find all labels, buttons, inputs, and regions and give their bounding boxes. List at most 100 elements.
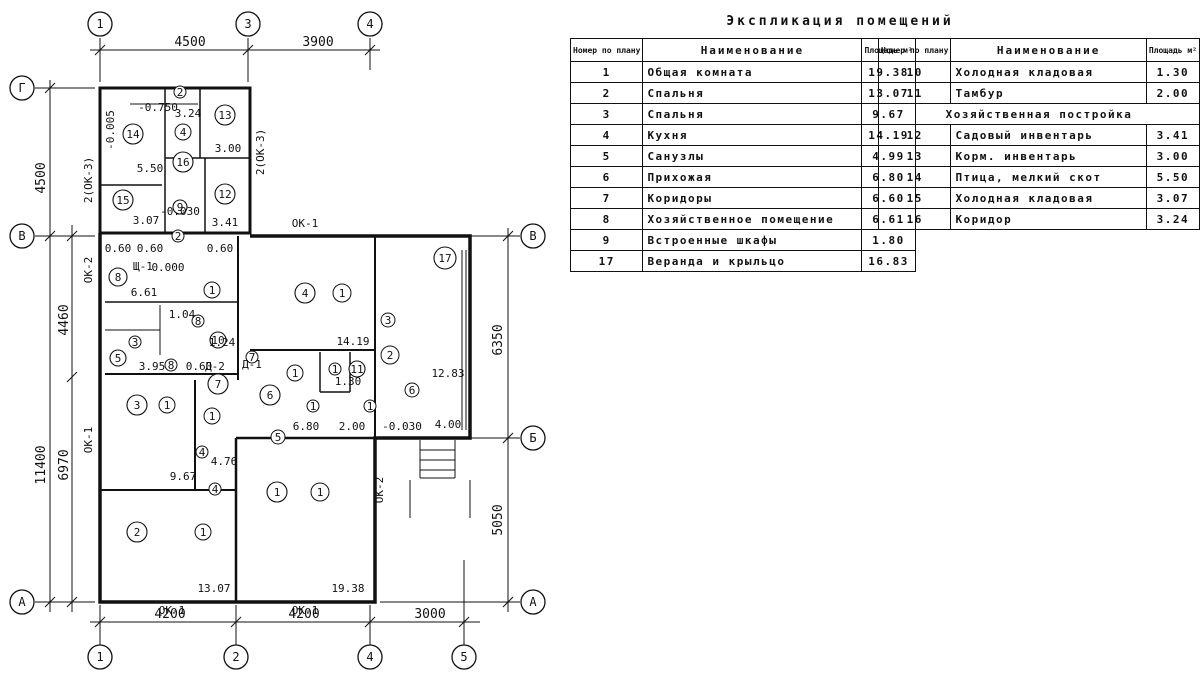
- room-area-cell: 1.30: [1145, 61, 1200, 83]
- dim-bottom-4200b: 4200: [288, 607, 319, 622]
- axis-bottom-5: 5: [460, 650, 467, 664]
- room-name-cell: Корм. инвентарь: [950, 145, 1147, 167]
- axis-right-b: Б: [529, 431, 536, 445]
- room-number-4: 4: [302, 287, 309, 300]
- col-header-area-2: Площадь м²: [1145, 38, 1200, 62]
- level-zero: 0.000: [151, 261, 184, 274]
- door-type-1f: 1: [209, 410, 216, 423]
- room-number-7: 7: [215, 378, 222, 391]
- room-number-16: 16: [176, 156, 189, 169]
- room-num-cell: 15: [877, 187, 952, 209]
- room-area-cell: 2.00: [1145, 82, 1200, 104]
- room-num-cell: 2: [569, 82, 644, 104]
- area-room-13: 3.00: [215, 142, 242, 155]
- col-header-num: Номер по плану: [569, 38, 644, 62]
- room-name-cell: Садовый инвентарь: [950, 124, 1147, 146]
- room-name-cell: Холодная кладовая: [950, 61, 1147, 83]
- col-header-num-2: Номер по плану: [877, 38, 952, 62]
- room-num-cell: 10: [877, 61, 952, 83]
- window-mark-ok1-top: ОК-1: [292, 217, 319, 230]
- area-room-7: 4.76: [211, 455, 238, 468]
- room-number-15: 15: [116, 194, 129, 207]
- room-number-12: 12: [218, 188, 231, 201]
- axis-right-v: В: [529, 229, 536, 243]
- dim-right-6350: 6350: [491, 324, 506, 355]
- room-number-9: 9: [177, 201, 184, 214]
- door-type-1i: 1: [332, 363, 339, 376]
- room-name-cell: Общая комната: [642, 61, 863, 83]
- window-mark-ok1-bottom-b: ОК-1: [292, 604, 319, 617]
- room-name-cell: Хозяйственное помещение: [642, 208, 863, 230]
- area-room-17: 12.83: [431, 367, 464, 380]
- room-number-13: 13: [218, 109, 231, 122]
- room-number-10: 10: [211, 334, 224, 347]
- room-name-cell: Спальня: [642, 82, 863, 104]
- dim-left-6970: 6970: [57, 449, 72, 480]
- col-header-name-2: Наименование: [950, 38, 1147, 62]
- room-area-cell: 3.00: [1145, 145, 1200, 167]
- room-number-3: 3: [134, 399, 141, 412]
- door-type-7: 7: [249, 351, 256, 364]
- area-room-3: 9.67: [170, 470, 197, 483]
- area-room-2: 13.07: [197, 582, 230, 595]
- door-type-4b: 4: [199, 446, 206, 459]
- area-porch: 4.00: [435, 418, 462, 431]
- axis-bottom-1: 1: [96, 650, 103, 664]
- dim-left-11400: 11400: [34, 445, 49, 484]
- area-room-4: 14.19: [336, 335, 369, 348]
- room-num-cell: 13: [877, 145, 952, 167]
- room-num-cell: 1: [569, 61, 644, 83]
- room-area-cell: 3.41: [1145, 124, 1200, 146]
- room-name-cell: Встроенные шкафы: [642, 229, 863, 251]
- room-area-cell: 1.80: [861, 229, 916, 251]
- section-header-outbuilding: Хозяйственная постройка: [878, 103, 1200, 125]
- room-name-cell: Прихожая: [642, 166, 863, 188]
- window-mark-ok2-right: ОК-2: [373, 477, 386, 504]
- room-number-6: 6: [267, 389, 274, 402]
- axis-left-a: А: [18, 595, 26, 609]
- dim-bottom-3000: 3000: [414, 607, 445, 622]
- level-small: -0.005: [104, 110, 117, 150]
- axis-bottom-2: 2: [232, 650, 239, 664]
- area-room-10: 1.30: [335, 375, 362, 388]
- room-num-cell: 12: [877, 124, 952, 146]
- door-type-2a: 2: [387, 349, 394, 362]
- door-type-8: 8: [168, 359, 175, 372]
- area-room-11: 2.00: [339, 420, 366, 433]
- room-num-cell: 6: [569, 166, 644, 188]
- explication-table-left: Номер по плану Наименование Площадь м² 1…: [569, 38, 916, 272]
- window-mark-ok1-left: ОК-1: [82, 427, 95, 454]
- room-num-cell: 14: [877, 166, 952, 188]
- door-type-3b: 3: [132, 336, 139, 349]
- area-small-d: 0.60: [186, 360, 213, 373]
- room-name-cell: Холодная кладовая: [950, 187, 1147, 209]
- dim-1-24: 1.24: [209, 336, 236, 349]
- door-type-8b: 8: [195, 315, 202, 328]
- floor-plan: 1 3 4 1 2 4 5 Г В А В Б А 4500 3900 4200…: [9, 11, 546, 670]
- dim-top-4500: 4500: [174, 35, 205, 50]
- axis-bottom-4: 4: [366, 650, 373, 664]
- room-number-8: 8: [115, 271, 122, 284]
- door-type-1h: 1: [367, 400, 374, 413]
- room-name-cell: Птица, мелкий скот: [950, 166, 1147, 188]
- window-mark-ok1-bottom-a: ОК-1: [159, 604, 186, 617]
- door-type-4c: 4: [212, 483, 219, 496]
- room-name-cell: Санузлы: [642, 145, 863, 167]
- room-name-cell: Кухня: [642, 124, 863, 146]
- room-name-cell: Тамбур: [950, 82, 1147, 104]
- room-name-cell: Коридор: [950, 208, 1147, 230]
- dim-right-5050: 5050: [491, 504, 506, 535]
- room-num-cell: 16: [877, 208, 952, 230]
- axis-left-v: В: [18, 229, 25, 243]
